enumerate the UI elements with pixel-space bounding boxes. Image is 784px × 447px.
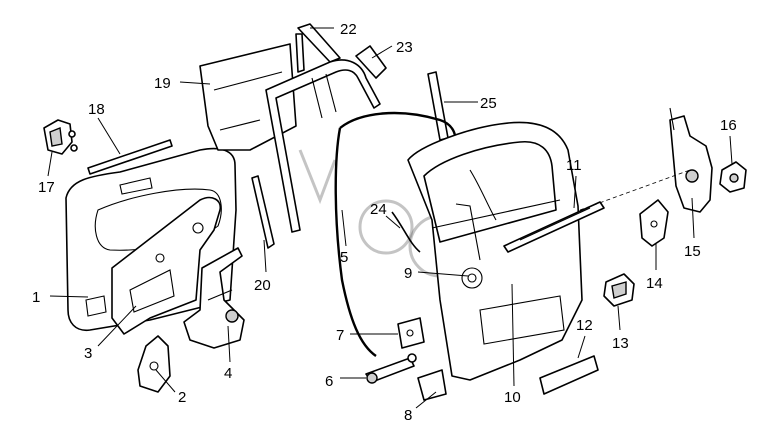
part-25-rear-run-channel <box>427 71 449 141</box>
part-24-cable <box>391 211 421 253</box>
callout-14: 14 <box>646 275 663 292</box>
part-5-door-seal <box>334 111 457 357</box>
callout-leaders <box>47 27 733 409</box>
part-6-check-strap <box>365 353 417 384</box>
callout-1: 1 <box>32 289 40 306</box>
part-20-guide-channel <box>251 175 275 249</box>
part-4-window-regulator <box>183 247 245 349</box>
part-16-striker <box>719 161 747 193</box>
part-3-inner-panel <box>111 196 222 335</box>
part-23-corner-trim <box>355 45 387 79</box>
part-8-lower-hinge <box>417 369 447 401</box>
part-18-weather-strip <box>87 139 173 175</box>
callout-4: 4 <box>224 365 232 382</box>
alignment-line <box>579 169 691 211</box>
callout-10: 10 <box>504 389 521 406</box>
part-17-hinge-bracket <box>43 119 78 155</box>
callout-8: 8 <box>404 407 412 424</box>
callout-13: 13 <box>612 335 629 352</box>
callout-2: 2 <box>178 389 186 406</box>
callout-17: 17 <box>38 179 55 196</box>
part-12-trim-plate <box>539 355 599 395</box>
callout-22: 22 <box>340 21 357 38</box>
callout-18: 18 <box>88 101 105 118</box>
callout-16: 16 <box>720 117 737 134</box>
callout-6: 6 <box>325 373 333 390</box>
callout-25: 25 <box>480 95 497 112</box>
callout-7: 7 <box>336 327 344 344</box>
callout-15: 15 <box>684 243 701 260</box>
callout-19: 19 <box>154 75 171 92</box>
callout-20: 20 <box>254 277 271 294</box>
callout-5: 5 <box>340 249 348 266</box>
part-7-upper-hinge <box>397 317 425 349</box>
door-shell <box>407 121 583 381</box>
callout-24: 24 <box>370 201 387 218</box>
part-11-belt-molding <box>503 201 605 253</box>
part-15-door-latch <box>669 107 713 213</box>
part-22-upper-guide <box>295 23 341 73</box>
part-13-inside-handle <box>603 273 635 307</box>
callout-12: 12 <box>576 317 593 334</box>
part-14-lock-unit <box>639 199 669 247</box>
part-2-latch-bracket <box>137 335 171 393</box>
callout-3: 3 <box>84 345 92 362</box>
callout-11: 11 <box>566 157 582 174</box>
callout-labels: 1 2 3 4 5 6 7 8 9 10 11 12 13 14 15 16 1… <box>32 21 737 424</box>
window-run-channel <box>265 59 381 233</box>
callout-9: 9 <box>404 265 412 282</box>
callout-23: 23 <box>396 39 413 56</box>
